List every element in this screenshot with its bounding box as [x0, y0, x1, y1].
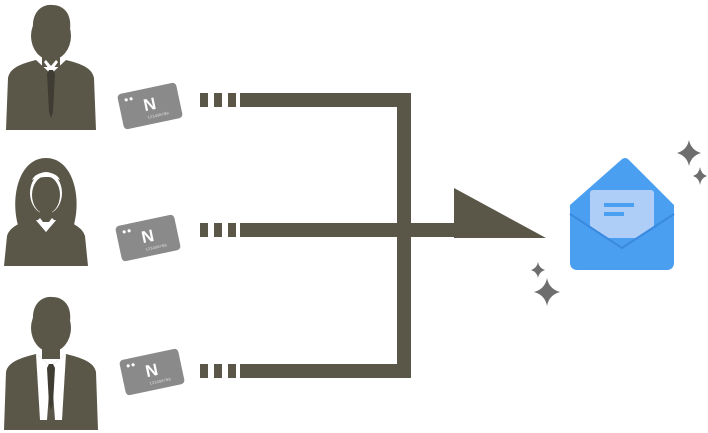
id-card-1: N 123456789	[117, 82, 183, 130]
card-2-letter: N	[140, 226, 156, 247]
id-card-3: N 123456789	[119, 348, 185, 396]
sparkle-icon	[531, 140, 707, 306]
card-1-number: 123456789	[147, 112, 170, 121]
id-card-2: N 123456789	[115, 214, 181, 262]
card-1-letter: N	[142, 94, 158, 115]
card-3-number: 123456789	[149, 378, 172, 387]
person-2-woman-icon	[4, 158, 88, 266]
merge-arrowhead	[454, 188, 546, 238]
card-3-letter: N	[144, 360, 160, 381]
merge-connector	[200, 93, 236, 378]
person-1-man-icon	[6, 4, 96, 130]
person-3-man-icon	[4, 296, 98, 430]
merge-lines	[240, 93, 470, 378]
card-2-number: 123456789	[145, 244, 168, 253]
open-envelope-icon	[569, 158, 675, 270]
